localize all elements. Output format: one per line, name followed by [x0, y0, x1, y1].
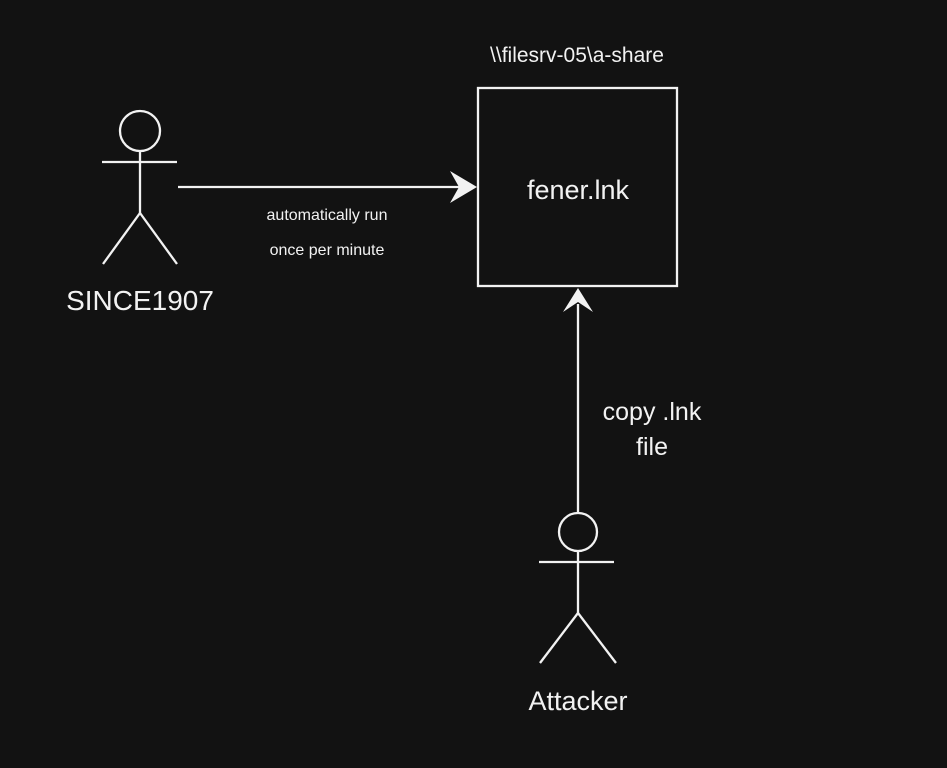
fener-lnk-box-label: fener.lnk	[527, 175, 630, 205]
actor-since1907-label: SINCE1907	[66, 285, 214, 316]
edge-auto-run-label-line2: once per minute	[270, 242, 385, 259]
actor-leg-right	[577, 612, 617, 664]
arrowhead-up	[563, 288, 593, 312]
share-path-title: \\filesrv-05\a-share	[490, 44, 664, 67]
arrow-copy-lnk	[563, 288, 593, 513]
actor-leg-left	[539, 612, 579, 664]
arrowhead-right	[450, 171, 477, 203]
edge-auto-run-label-line1: automatically run	[267, 207, 388, 224]
fener-lnk-box	[476, 86, 679, 288]
actor-attacker-figure	[539, 511, 617, 664]
actor-since1907-figure	[102, 109, 178, 265]
arrow-automatically-run	[178, 171, 477, 203]
edge-copy-label-line2: file	[636, 433, 668, 461]
edge-copy-label-line1: copy .lnk	[603, 398, 702, 426]
actor-attacker-label: Attacker	[528, 686, 627, 716]
actor-leg-left	[102, 212, 141, 265]
actor-leg-right	[139, 212, 178, 265]
